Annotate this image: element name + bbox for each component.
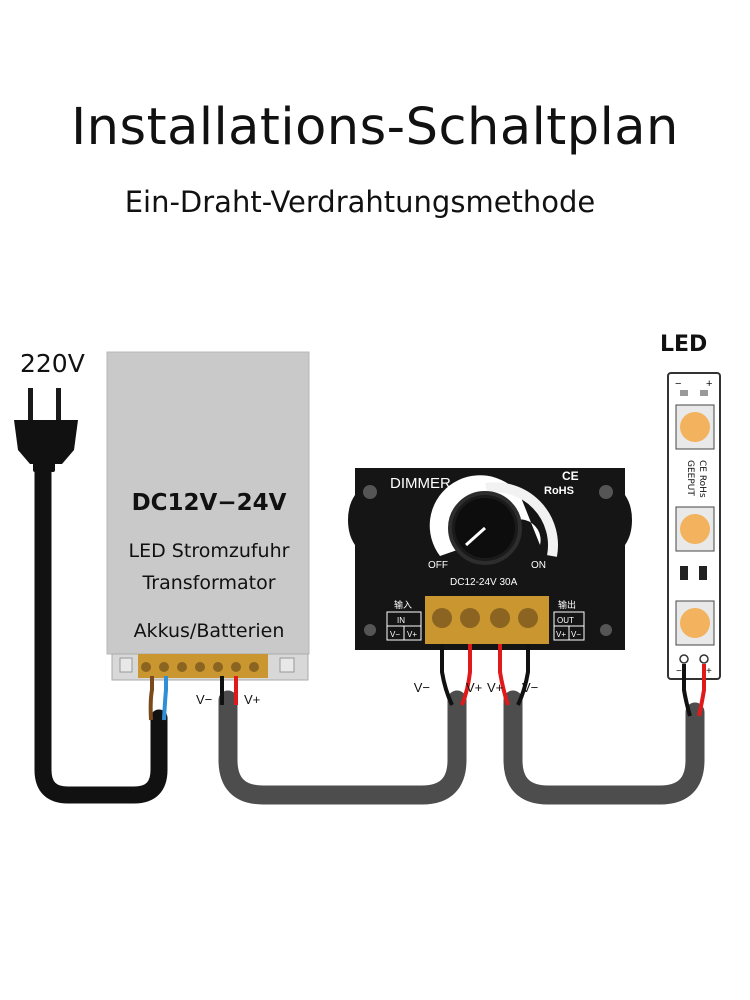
led-plus-bottom: + (706, 666, 712, 677)
led-plus-top: + (706, 378, 712, 390)
wire-in-neg-label: V− (414, 680, 430, 695)
wire-out-neg-label: V− (522, 680, 538, 695)
dimmer-module (348, 468, 632, 650)
psu-voltage: DC12V−24V (132, 490, 287, 516)
led-minus-bottom: − (676, 666, 682, 677)
dimmer-name: DIMMER (390, 475, 451, 492)
dimmer-off-label: OFF (428, 560, 448, 571)
cable-psu-to-dimmer (218, 690, 467, 805)
cable-dimmer-to-led (503, 690, 705, 805)
wire-led-neg (682, 664, 692, 717)
dimmer-out-cn: 输出 (558, 599, 576, 610)
wire-blue (162, 676, 168, 721)
knob-pointer-icon (464, 526, 487, 547)
dimmer-out-label: OUT (557, 616, 574, 625)
wire-dimmer-in-pos (460, 644, 472, 706)
page-title: Installations-Schaltplan (71, 98, 679, 157)
wire-dimmer-out-pos (498, 644, 510, 706)
dimmer-rohs-mark: RoHS (544, 485, 574, 497)
power-supply (106, 351, 310, 681)
led-strip (667, 372, 721, 680)
psu-out-pos-label: V+ (244, 692, 260, 707)
dimmer-rating: DC12-24V 30A (450, 577, 518, 588)
mains-voltage-label: 220V (20, 349, 85, 378)
wire-led-pos (697, 664, 706, 717)
led-label: LED (660, 332, 707, 357)
psu-line-2: Transformator (141, 572, 275, 594)
dimmer-on-label: ON (531, 560, 546, 571)
led-minus-top: − (675, 378, 681, 390)
page-subtitle: Ein-Draht-Verdrahtungsmethode (124, 185, 596, 219)
wire-dimmer-in-neg (440, 644, 454, 706)
led-mark-1: CE RoHs (697, 460, 707, 498)
dimmer-out-pos: V+ (556, 630, 566, 639)
dimmer-in-label: IN (397, 616, 405, 625)
led-mark-2: GEEPUT (685, 460, 695, 496)
power-plug-icon (14, 388, 78, 472)
psu-line-1: LED Stromzufuhr (129, 540, 290, 562)
dimmer-in-pos: V+ (407, 630, 417, 639)
psu-out-neg-label: V− (196, 692, 212, 707)
wire-dimmer-out-neg (516, 644, 530, 706)
psu-line-3: Akkus/Batterien (134, 620, 285, 642)
wire-in-pos-label: V+ (466, 680, 482, 695)
dimmer-ce-mark: CE (562, 469, 579, 483)
dimmer-out-neg: V− (571, 630, 581, 639)
dimmer-in-neg: V− (390, 630, 400, 639)
wire-out-pos-label: V+ (487, 680, 503, 695)
wire-brown (148, 676, 154, 721)
mains-cable (34, 451, 168, 804)
dimmer-in-cn: 输入 (394, 599, 412, 610)
